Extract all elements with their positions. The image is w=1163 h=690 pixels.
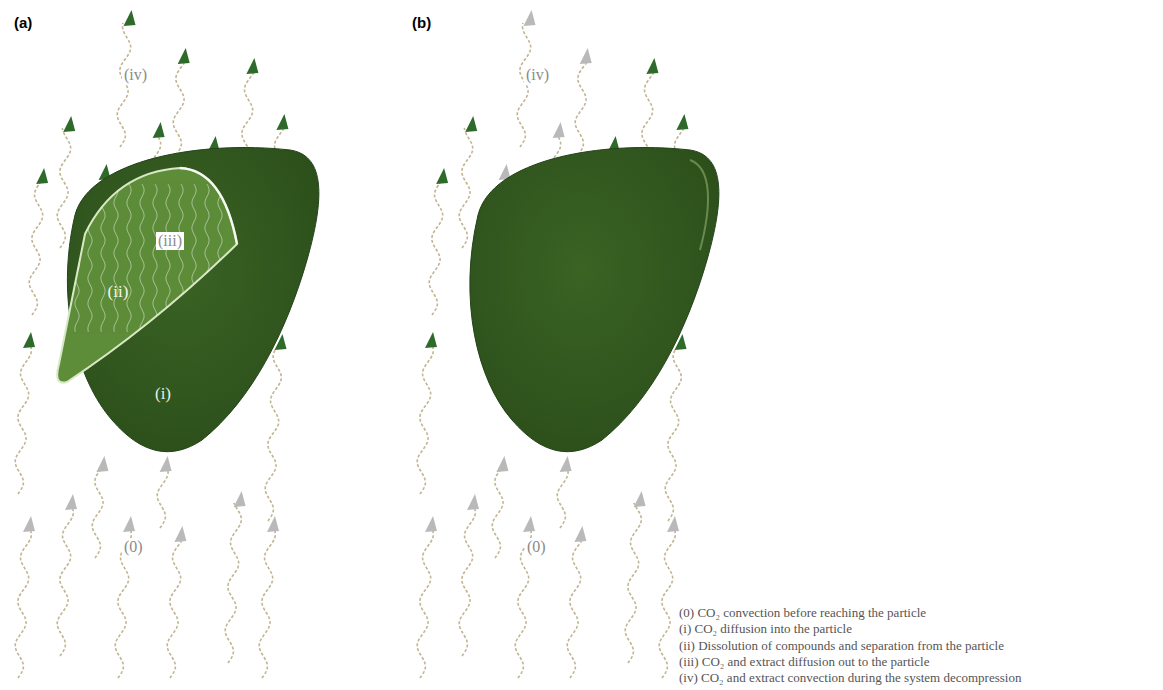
flow-wave — [575, 63, 586, 155]
flow-wave — [157, 468, 168, 528]
flow-arrowhead — [634, 491, 646, 507]
flow-arrowhead — [574, 526, 586, 542]
flow-wave — [92, 470, 103, 558]
flow-arrowhead — [178, 48, 190, 64]
flow-arrowhead — [267, 516, 279, 532]
flow-arrowhead — [676, 114, 688, 130]
callout-number: (iii) — [156, 232, 184, 250]
note-line: (ii) Dissolution of compounds and separa… — [679, 638, 1021, 654]
flow-wave — [557, 468, 568, 528]
flow-arrowhead — [523, 516, 535, 532]
step-notes: (0) CO₂ convection before reaching the p… — [676, 603, 1024, 688]
flow-arrowhead — [524, 10, 536, 26]
flow-wave — [659, 530, 675, 678]
flow-wave — [225, 503, 241, 663]
flow-arrowhead — [246, 58, 258, 74]
flow-arrowhead — [153, 122, 165, 138]
particle-cutaway: (ii) — [55, 164, 245, 390]
flow-arrowhead — [667, 516, 679, 532]
flow-wave — [15, 346, 31, 494]
note-line: (i) CO₂ diffusion into the particle — [679, 621, 1021, 637]
flow-arrowhead — [465, 116, 477, 132]
flow-arrowhead — [560, 456, 572, 472]
flow-arrowhead — [496, 456, 508, 472]
flow-arrowhead — [425, 332, 437, 348]
flow-wave — [117, 23, 130, 147]
flow-wave — [167, 538, 183, 678]
flow-wave — [417, 346, 433, 494]
flow-arrowhead — [96, 456, 108, 472]
particle-b-highlight — [690, 160, 708, 250]
flow-arrowhead — [276, 114, 288, 130]
flow-arrowhead — [63, 116, 75, 132]
flow-arrowhead — [23, 516, 35, 532]
particle-outline — [55, 164, 245, 390]
flow-arrowhead — [160, 456, 172, 472]
flow-arrowhead — [123, 516, 135, 532]
flow-arrowhead — [553, 122, 565, 138]
flow-wave — [567, 538, 583, 678]
flow-wave — [492, 470, 503, 558]
flow-wave — [417, 530, 433, 678]
panel-letter: (a) — [12, 14, 34, 31]
particle-b — [470, 148, 719, 452]
step-label: (ii) — [108, 282, 129, 302]
flow-arrowhead — [436, 168, 448, 184]
flow-arrowhead — [646, 58, 658, 74]
flow-wave — [625, 503, 641, 663]
flow-wave — [429, 183, 442, 315]
flow-wave — [517, 23, 530, 147]
flow-wave — [459, 508, 475, 656]
flow-wave — [15, 530, 31, 678]
note-line: (iv) CO₂ and extract convection during t… — [679, 670, 1021, 686]
flow-wave — [29, 183, 42, 315]
callout-number: (0) — [122, 538, 145, 556]
callout-number: (iv) — [122, 66, 149, 84]
flow-wave — [459, 128, 472, 248]
particle: (i) (ii) — [55, 138, 335, 463]
callout-number: (0) — [525, 538, 548, 556]
panel-letter: (b) — [410, 14, 433, 31]
flow-arrowhead — [36, 168, 48, 184]
flow-arrowhead — [467, 494, 479, 510]
flow-arrowhead — [174, 526, 186, 542]
callout-number: (iv) — [524, 66, 551, 84]
note-line: (iii) CO₂ and extract diffusion out to t… — [679, 654, 1021, 670]
flow-wave — [57, 128, 70, 248]
flow-arrowhead — [124, 10, 136, 26]
flow-arrowhead — [234, 491, 246, 507]
flow-wave — [259, 530, 275, 678]
flow-wave — [57, 508, 73, 656]
flow-arrowhead — [425, 516, 437, 532]
flow-arrowhead — [23, 332, 35, 348]
flow-wave — [665, 349, 681, 521]
flow-wave — [173, 63, 184, 155]
flow-wave — [265, 349, 281, 521]
note-line: (0) CO₂ convection before reaching the p… — [679, 605, 1021, 621]
step-label: (i) — [155, 384, 171, 404]
flow-arrowhead — [580, 48, 592, 64]
flow-arrowhead — [65, 494, 77, 510]
